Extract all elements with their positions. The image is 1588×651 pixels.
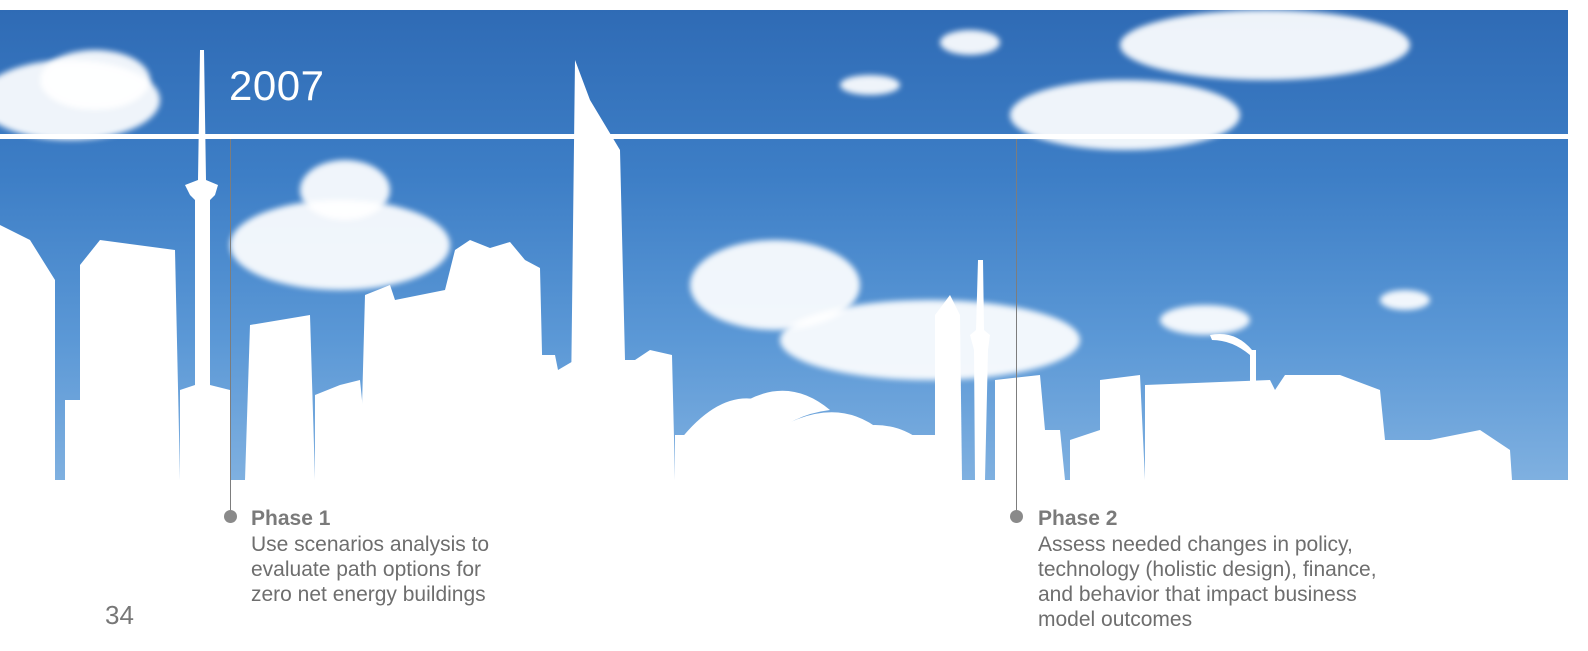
- phase-2-title: Phase 2: [1038, 507, 1118, 530]
- phase-2-description: Assess needed changes in policy, technol…: [1038, 532, 1478, 632]
- cloud: [940, 30, 1000, 55]
- phase-1-title: Phase 1: [251, 507, 331, 530]
- phase-2-marker-dot: [1010, 510, 1023, 523]
- phase-1-marker-dot: [224, 510, 237, 523]
- phase-2-description-line: model outcomes: [1038, 608, 1193, 631]
- phase-2-description-line: technology (holistic design), finance,: [1038, 558, 1377, 581]
- timeline-line: [0, 134, 1568, 139]
- timeline-year-label: 2007: [229, 62, 325, 109]
- phase-1-description-line: evaluate path options for: [251, 558, 481, 581]
- phase-1-block: Phase 1 Use scenarios analysis to evalua…: [251, 506, 581, 607]
- phase-2-description-line: and behavior that impact business: [1038, 583, 1357, 606]
- cloud: [40, 50, 150, 110]
- phase-1-description: Use scenarios analysis to evaluate path …: [251, 532, 581, 607]
- cloud: [840, 75, 900, 95]
- phase-1-description-line: Use scenarios analysis to: [251, 533, 490, 556]
- page-number: 34: [105, 600, 134, 630]
- phase-1-connector-line: [230, 139, 231, 515]
- phase-2-description-line: Assess needed changes in policy,: [1038, 533, 1353, 556]
- cloud: [1160, 305, 1250, 335]
- cloud: [780, 300, 1080, 380]
- phase-2-block: Phase 2 Assess needed changes in policy,…: [1038, 506, 1478, 632]
- cloud: [1380, 290, 1430, 310]
- phase-1-description-line: zero net energy buildings: [251, 583, 486, 606]
- phase-2-connector-line: [1016, 139, 1017, 515]
- cloud: [300, 160, 390, 220]
- cloud: [1120, 10, 1410, 80]
- city-skyline-silhouette: [0, 50, 1512, 480]
